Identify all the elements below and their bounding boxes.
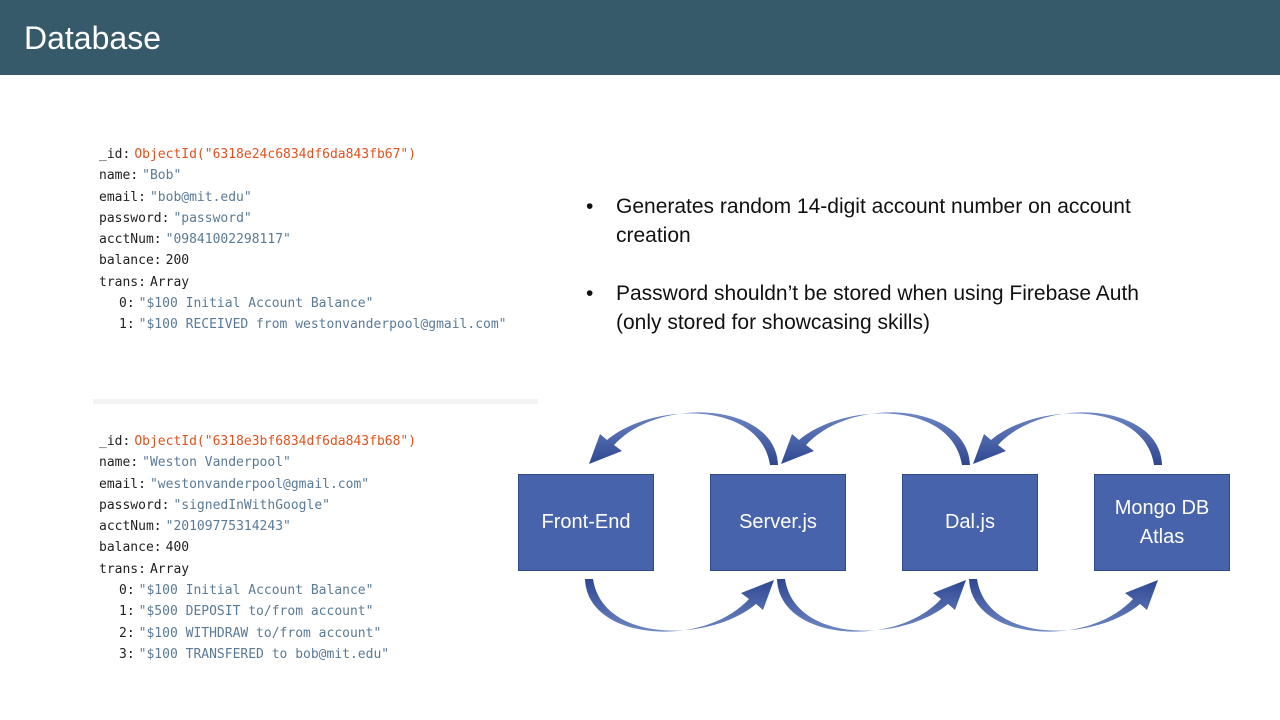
object-id-value: ObjectId("6318e24c6834df6da843fb67") [134,147,417,162]
arrow-server-to-frontend-icon [589,412,778,465]
bullet-dot: • [586,282,594,305]
arrow-dal-to-mongo-icon [969,579,1158,632]
field-trans: trans:Array [99,561,190,577]
object-id-value: ObjectId("6318e3bf6834df6da843fb68") [134,434,417,449]
trans-item: 0:"$100 Initial Account Balance" [119,583,374,599]
bullet-list: • Generates random 14-digit account numb… [586,192,1186,366]
bottom-arrows [585,579,1158,632]
field-name: name:"Bob" [99,168,182,184]
field-trans: trans:Array [99,274,190,290]
field-id: _id:ObjectId("6318e3bf6834df6da843fb68") [99,434,417,449]
field-password: password:"password" [99,210,252,226]
box-dal-js: Dal.js [902,474,1038,571]
trans-item: 2:"$100 WITHDRAW to/from account" [119,625,382,641]
field-acct-num: acctNum:"20109775314243" [99,519,291,535]
trans-item: 0:"$100 Initial Account Balance" [119,296,374,312]
field-acct-num: acctNum:"09841002298117" [99,232,291,248]
field-name: name:"Weston Vanderpool" [99,455,291,471]
slide-title: Database [24,20,161,56]
mongo-document-weston: _id:ObjectId("6318e3bf6834df6da843fb68")… [99,431,416,665]
field-balance: balance:400 [99,540,190,556]
bullet-dot: • [586,195,594,218]
trans-item: 3:"$100 TRANSFERED to bob@mit.edu" [119,646,390,662]
arrow-mongo-to-dal-icon [973,412,1162,465]
arrow-server-to-dal-icon [777,579,966,632]
trans-item: 1:"$500 DEPOSIT to/from account" [119,604,374,620]
field-password: password:"signedInWithGoogle" [99,497,330,513]
field-email: email:"bob@mit.edu" [99,189,252,205]
field-email: email:"westonvanderpool@gmail.com" [99,476,370,492]
slide-header: Database [0,0,1280,75]
field-id: _id:ObjectId("6318e24c6834df6da843fb67") [99,147,417,162]
field-balance: balance:200 [99,253,190,269]
document-divider [93,399,538,404]
arrow-dal-to-server-icon [781,412,970,465]
box-mongo-db-atlas: Mongo DB Atlas [1094,474,1230,571]
trans-item: 1:"$100 RECEIVED from westonvanderpool@g… [119,317,507,333]
bullet-item: • Generates random 14-digit account numb… [586,192,1186,250]
bullet-text: Password shouldn’t be stored when using … [616,282,1139,334]
arrow-frontend-to-server-icon [585,579,774,632]
bullet-item: • Password shouldn’t be stored when usin… [586,279,1186,337]
box-server-js: Server.js [710,474,846,571]
bullet-text: Generates random 14-digit account number… [616,195,1131,247]
top-arrows [589,412,1162,465]
mongo-document-bob: _id:ObjectId("6318e24c6834df6da843fb67")… [99,144,507,336]
box-front-end: Front-End [518,474,654,571]
